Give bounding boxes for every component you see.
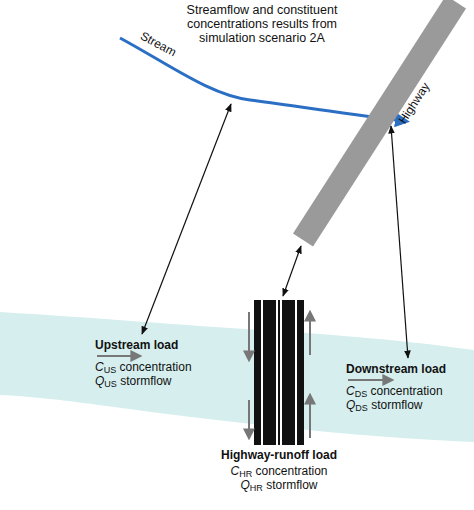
load-heading: Downstream load	[346, 362, 446, 376]
load-heading: Upstream load	[95, 338, 192, 352]
runoff-arrow	[309, 312, 311, 355]
upstream-load: Upstream loadCUS concentrationQUS stormf…	[95, 338, 192, 388]
load-variable: QUS stormflow	[95, 374, 192, 388]
runoff-arrow	[248, 400, 250, 438]
highway-runoff-load: Highway-runoff loadCHR concentrationQHR …	[221, 448, 337, 492]
flow-arrow	[97, 355, 140, 357]
load-variable: QDS stormflow	[346, 398, 446, 412]
load-variable: QHR stormflow	[221, 478, 337, 492]
leader-line	[391, 126, 408, 358]
stream-band	[0, 312, 474, 442]
load-heading: Highway-runoff load	[221, 448, 337, 462]
flow-arrow	[348, 379, 392, 381]
scenario-note: Streamflow and constituent concentration…	[162, 3, 362, 45]
lane-line	[295, 300, 297, 445]
downstream-load: Downstream loadCDS concentrationQDS stor…	[346, 362, 446, 412]
load-variable: CDS concentration	[346, 384, 446, 398]
stream-label: Stream	[138, 29, 179, 60]
leader-line	[283, 246, 301, 296]
runoff-arrow	[309, 395, 311, 438]
load-variable: CHR concentration	[221, 464, 337, 478]
load-variable: CUS concentration	[95, 360, 192, 374]
lane-line	[280, 300, 282, 445]
lane-line	[276, 300, 278, 445]
lane-line	[261, 300, 263, 445]
leader-line	[142, 104, 231, 334]
runoff-arrow	[248, 312, 250, 360]
highway-strip	[254, 300, 304, 445]
